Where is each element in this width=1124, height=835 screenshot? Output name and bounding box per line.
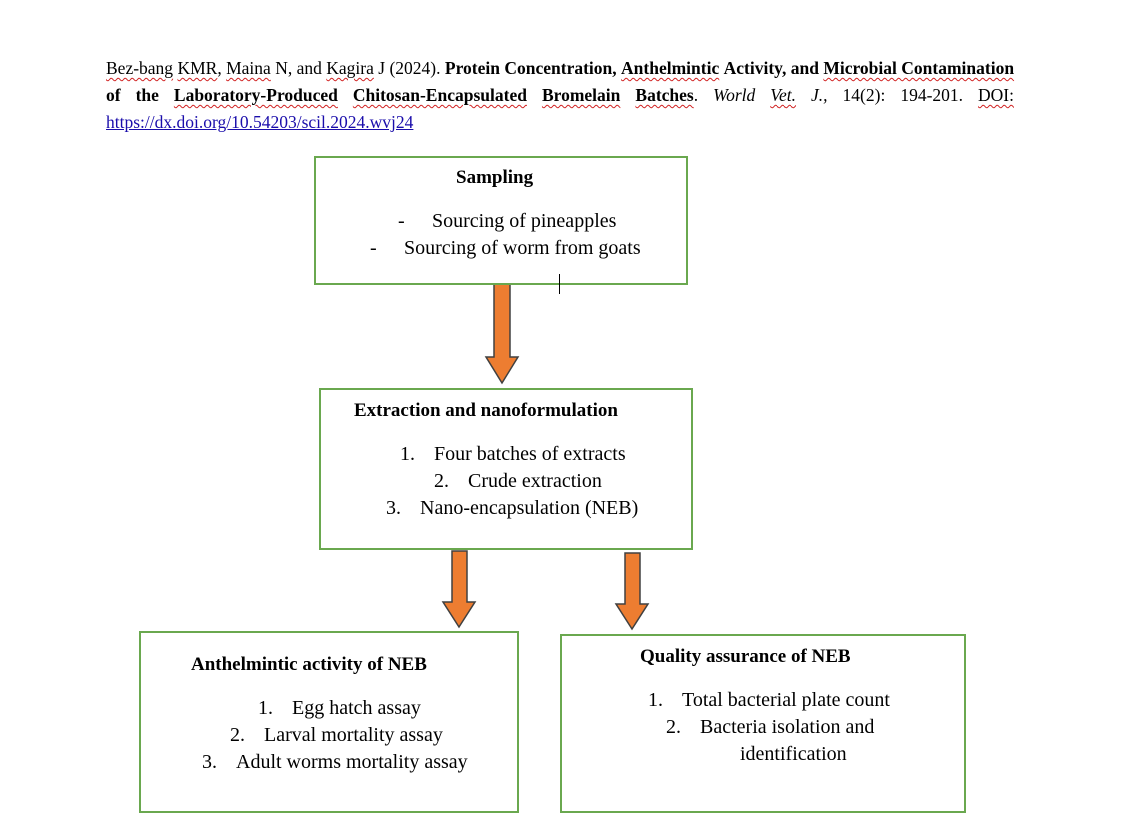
- sampling-item: - Sourcing of pineapples: [398, 210, 616, 233]
- item-text: Egg hatch assay: [292, 697, 421, 719]
- citation-author: Bez-bang: [106, 58, 174, 78]
- anthelmintic-item: 2. Larval mortality assay: [230, 724, 443, 747]
- extraction-box: [319, 388, 693, 550]
- quality-item: 1. Total bacterial plate count: [648, 689, 890, 712]
- item-text: Total bacterial plate count: [682, 689, 890, 711]
- item-marker: 2.: [666, 716, 681, 738]
- quality-item: 2. Bacteria isolation and: [666, 716, 874, 739]
- citation-title: Microbial Contamination: [823, 58, 1015, 78]
- extraction-item: 2. Crude extraction: [434, 470, 602, 493]
- item-text: Four batches of extracts: [434, 443, 626, 465]
- item-text: Bacteria isolation and: [700, 716, 875, 738]
- extraction-item: 3. Nano-encapsulation (NEB): [386, 497, 638, 520]
- item-marker: 1.: [400, 443, 415, 465]
- citation-title: Laboratory-Produced: [173, 85, 338, 105]
- citation-text: ,: [217, 58, 222, 78]
- item-marker: -: [398, 210, 405, 232]
- citation-author: KMR: [177, 58, 218, 78]
- item-marker: 1.: [648, 689, 663, 711]
- citation-title: Chitosan-Encapsulated: [352, 85, 527, 105]
- item-text: Sourcing of worm from goats: [404, 237, 641, 259]
- item-text: Nano-encapsulation (NEB): [420, 497, 639, 519]
- citation-pages: 14(2): 194-201.: [842, 85, 964, 105]
- citation-journal: World: [713, 85, 756, 105]
- sampling-title: Sampling: [456, 167, 534, 188]
- item-marker: 2.: [434, 470, 449, 492]
- citation-title: Batches: [635, 85, 694, 105]
- citation-journal: J.,: [811, 85, 828, 105]
- anthelmintic-item: 3. Adult worms mortality assay: [202, 751, 468, 774]
- item-text: identification: [740, 743, 847, 765]
- arrow-sampling-to-extraction: [484, 283, 520, 385]
- arrow-extraction-to-anthelmintic: [441, 550, 477, 629]
- item-marker: 3.: [202, 751, 217, 773]
- quality-box: [560, 634, 966, 813]
- anthelmintic-title: Anthelmintic activity of NEB: [191, 654, 427, 675]
- item-text: Crude extraction: [468, 470, 602, 492]
- citation-author: Kagira: [326, 58, 374, 78]
- citation: Bez-bang KMR, Maina N, and Kagira J (202…: [106, 58, 1015, 132]
- extraction-title: Extraction and nanoformulation: [354, 400, 618, 421]
- arrow-extraction-to-quality: [614, 552, 650, 631]
- doi-link[interactable]: https://dx.doi.org/10.54203/scil.2024.wv…: [106, 112, 414, 132]
- sampling-box: [314, 156, 688, 285]
- quality-title: Quality assurance of NEB: [640, 646, 851, 667]
- anthelmintic-item: 1. Egg hatch assay: [258, 697, 421, 720]
- text-cursor: [559, 274, 560, 294]
- sampling-item: - Sourcing of worm from goats: [370, 237, 641, 260]
- citation-title: Anthelmintic: [621, 58, 720, 78]
- quality-item: identification: [740, 743, 847, 766]
- item-text: Adult worms mortality assay: [236, 751, 468, 773]
- citation-title: Activity, and: [723, 58, 819, 78]
- citation-year: J (2024).: [378, 58, 441, 78]
- item-marker: 1.: [258, 697, 273, 719]
- citation-doi-label: DOI:: [978, 85, 1014, 105]
- citation-title: Bromelain: [541, 85, 621, 105]
- item-marker: -: [370, 237, 377, 259]
- anthelmintic-box: [139, 631, 519, 813]
- item-marker: 3.: [386, 497, 401, 519]
- extraction-item: 1. Four batches of extracts: [400, 443, 626, 466]
- citation-journal: Vet.: [770, 85, 797, 105]
- citation-author: Maina: [226, 58, 271, 78]
- citation-text: N, and: [275, 58, 322, 78]
- item-text: Larval mortality assay: [264, 724, 443, 746]
- item-marker: 2.: [230, 724, 245, 746]
- citation-title: Protein Concentration,: [444, 58, 617, 78]
- item-text: Sourcing of pineapples: [432, 210, 617, 232]
- citation-title: of the: [106, 85, 159, 105]
